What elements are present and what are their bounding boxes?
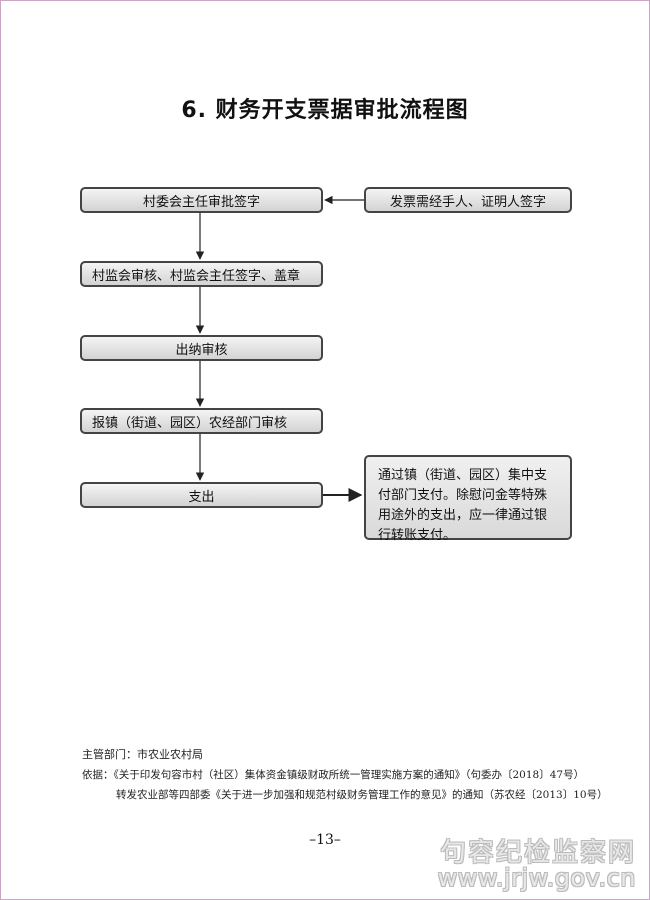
flow-step-4-label: 报镇（街道、园区）农经部门审核	[92, 415, 288, 431]
flow-step-1-box: 村委会主任审批签字	[80, 187, 323, 213]
flow-source-label: 发票需经手人、证明人签字	[389, 194, 546, 210]
flow-note-box: 通过镇（街道、园区）集中支 付部门支付。除慰问金等特殊 用途外的支出，应一律通过…	[364, 455, 572, 543]
watermark-url: www.jrjw.gov.cn	[437, 864, 636, 892]
flow-step-5-box: 支出	[80, 482, 323, 508]
flow-note-line-4: 行转账支付。	[378, 528, 457, 543]
flow-step-3-label: 出纳审核	[175, 342, 228, 358]
footer-department: 主管部门：市农业农村局	[82, 748, 203, 761]
flow-step-4-box: 报镇（街道、园区）农经部门审核	[80, 408, 323, 434]
flow-note-line-1: 通过镇（街道、园区）集中支	[378, 468, 548, 483]
flow-note-line-3: 用途外的支出，应一律通过银	[378, 508, 548, 523]
flow-step-2-label: 村监会审核、村监会主任签字、盖章	[92, 268, 301, 284]
flow-step-2-box: 村监会审核、村监会主任签字、盖章	[80, 261, 323, 287]
flow-note-line-2: 付部门支付。除慰问金等特殊	[378, 488, 548, 503]
flow-step-3-box: 出纳审核	[80, 335, 323, 361]
page-number: –13–	[309, 832, 341, 848]
watermark-site-name: 句容纪检监察网	[439, 838, 636, 868]
flow-step-1-label: 村委会主任审批签字	[142, 194, 260, 210]
flow-source-box: 发票需经手人、证明人签字	[364, 187, 572, 213]
page-title: 6. 财务开支票据审批流程图	[181, 98, 469, 123]
footer-basis-1: 依据：《关于印发句容市村（社区）集体资金镇级财政所统一管理实施方案的通知》（句委…	[82, 769, 585, 781]
flow-step-5-label: 支出	[188, 489, 215, 505]
footer-basis-2: 转发农业部等四部委《关于进一步加强和规范村级财务管理工作的意见》的通知（苏农经〔…	[116, 789, 608, 801]
